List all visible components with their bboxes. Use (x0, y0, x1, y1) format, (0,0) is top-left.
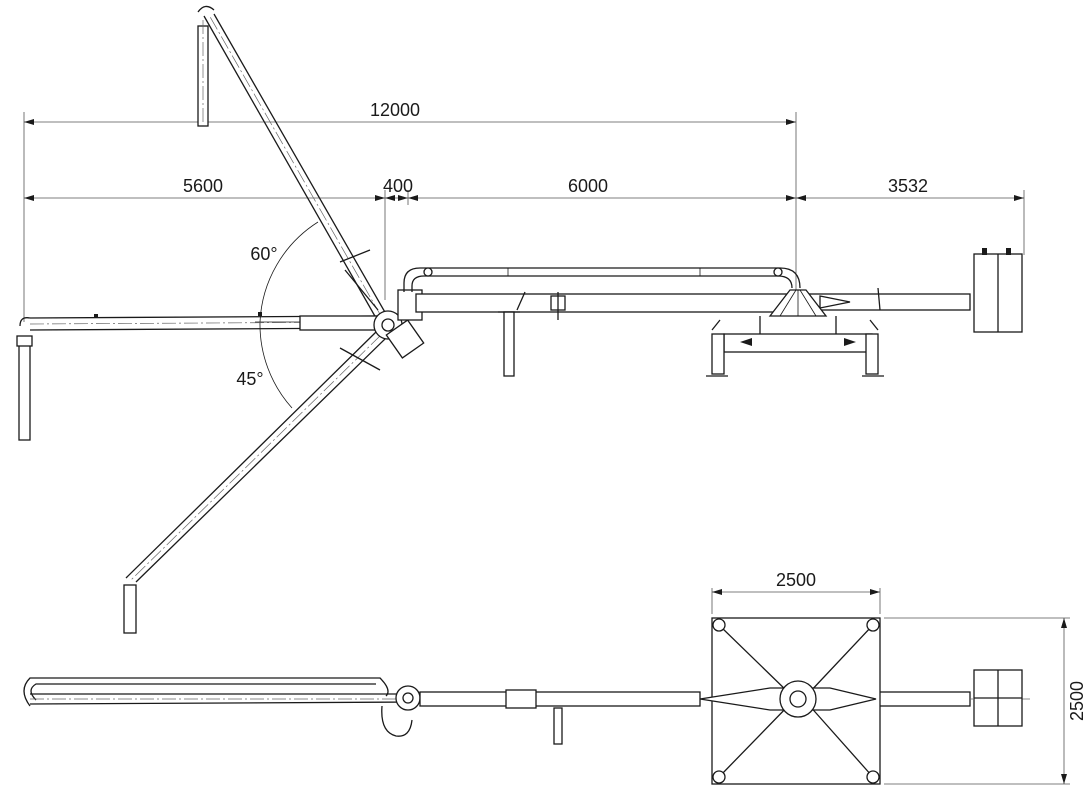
main-arm (403, 267, 801, 377)
dim-base-width-label: 2500 (776, 570, 816, 590)
angle-raise-label: 60° (250, 244, 277, 264)
dim-arm-length-label: 6000 (568, 176, 608, 196)
boom-lowered (123, 331, 387, 634)
dim-base-depth-label: 2500 (1067, 681, 1087, 721)
side-base (706, 289, 884, 377)
dim-offset-label: 400 (383, 176, 413, 196)
top-view (23, 617, 1030, 785)
boom-horizontal (16, 312, 381, 441)
pivot-head (373, 289, 425, 359)
boom-raised (197, 5, 387, 319)
counterweight-arm (797, 248, 1023, 333)
dim-overall-label: 12000 (370, 100, 420, 120)
dimension-lines-side (23, 112, 1025, 322)
dim-counterweight-arm-label: 3532 (888, 176, 928, 196)
angle-lower-label: 45° (236, 369, 263, 389)
dimension-lines-top (711, 588, 1070, 785)
dim-boom-reach-label: 5600 (183, 176, 223, 196)
